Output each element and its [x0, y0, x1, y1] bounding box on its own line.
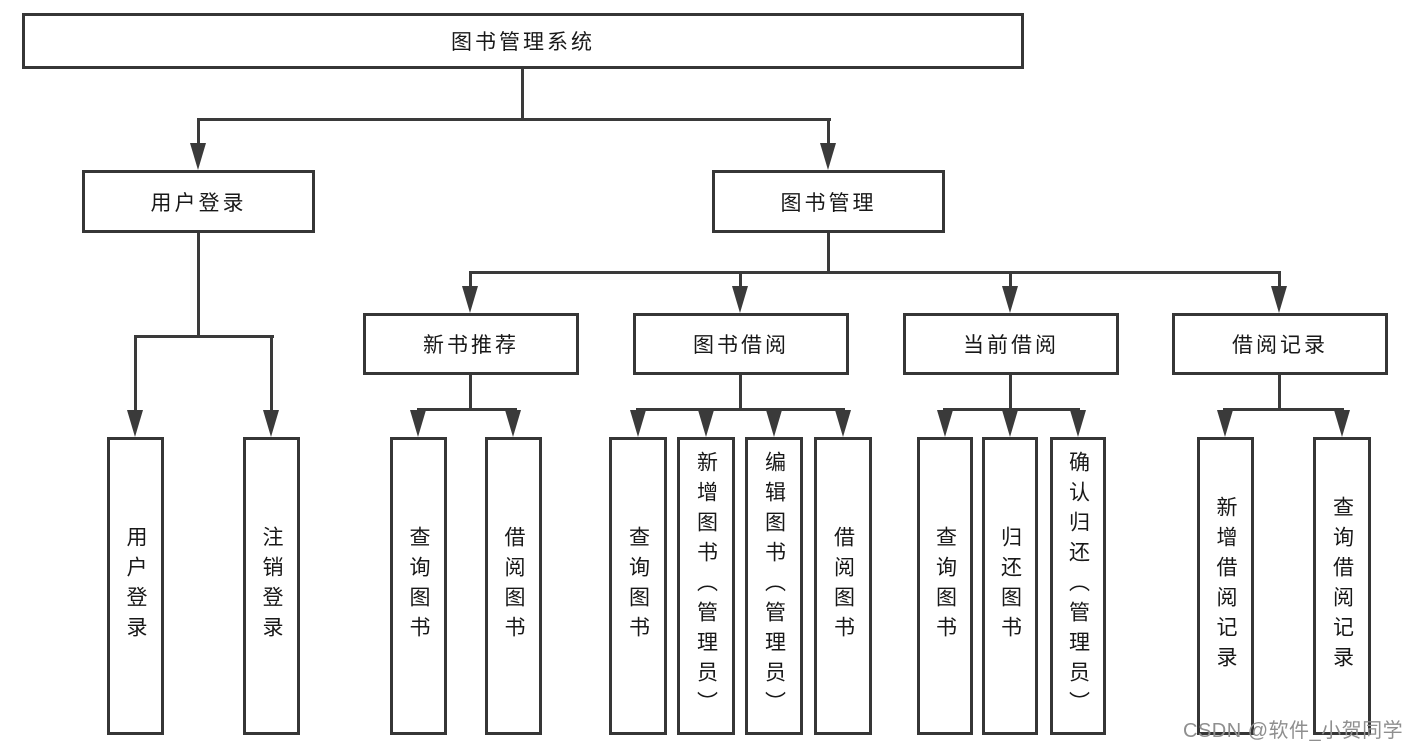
leaf-borrow-books-newbooks: 借阅图书 — [485, 437, 542, 735]
arrow-down-icon — [820, 143, 836, 170]
connector-line — [521, 69, 524, 121]
arrow-down-icon — [505, 410, 521, 437]
connector-line — [1278, 271, 1281, 288]
connector-line — [827, 118, 830, 145]
arrow-down-icon — [766, 410, 782, 437]
connector-line — [827, 233, 830, 274]
arrow-down-icon — [1070, 410, 1086, 437]
leaf-user-login: 用户登录 — [107, 437, 164, 735]
arrow-down-icon — [630, 410, 646, 437]
connector-line — [943, 408, 1080, 411]
connector-line — [1009, 375, 1012, 411]
leaf-query-borrow-record: 查询借阅记录 — [1313, 437, 1371, 735]
arrow-down-icon — [732, 286, 748, 313]
node-book-borrowing: 图书借阅 — [633, 313, 849, 375]
leaf-logout: 注销登录 — [243, 437, 300, 735]
arrow-down-icon — [1334, 410, 1350, 437]
connector-line — [1009, 271, 1012, 288]
leaf-edit-books-admin: 编辑图书（管理员） — [745, 437, 803, 735]
connector-line — [636, 408, 845, 411]
arrow-down-icon — [410, 410, 426, 437]
node-new-book-recommend: 新书推荐 — [363, 313, 579, 375]
node-current-borrowing: 当前借阅 — [903, 313, 1119, 375]
leaf-query-books-current: 查询图书 — [917, 437, 973, 735]
arrow-down-icon — [190, 143, 206, 170]
connector-line — [134, 335, 274, 338]
connector-line — [197, 118, 200, 145]
arrow-down-icon — [127, 410, 143, 437]
node-borrow-records: 借阅记录 — [1172, 313, 1388, 375]
csdn-watermark: CSDN @软件_小贺同学 — [1183, 720, 1404, 742]
arrow-down-icon — [1271, 286, 1287, 313]
leaf-borrow-books-borrowing: 借阅图书 — [814, 437, 872, 735]
connector-line — [417, 408, 517, 411]
connector-line — [134, 335, 137, 412]
connector-line — [1278, 375, 1281, 411]
leaf-query-books-newbooks: 查询图书 — [390, 437, 447, 735]
connector-line — [739, 375, 742, 411]
connector-line — [469, 271, 472, 288]
connector-line — [270, 335, 273, 412]
leaf-confirm-return-admin: 确认归还（管理员） — [1050, 437, 1106, 735]
connector-line — [1223, 408, 1344, 411]
arrow-down-icon — [1217, 410, 1233, 437]
connector-line — [197, 118, 831, 121]
connector-line — [197, 233, 200, 335]
arrow-down-icon — [462, 286, 478, 313]
arrow-down-icon — [835, 410, 851, 437]
connector-line — [469, 375, 472, 411]
leaf-add-borrow-record: 新增借阅记录 — [1197, 437, 1254, 735]
node-user-login: 用户登录 — [82, 170, 315, 233]
connector-line — [739, 271, 742, 288]
node-book-management: 图书管理 — [712, 170, 945, 233]
arrow-down-icon — [263, 410, 279, 437]
arrow-down-icon — [1002, 286, 1018, 313]
leaf-add-books-admin: 新增图书（管理员） — [677, 437, 735, 735]
leaf-return-books: 归还图书 — [982, 437, 1038, 735]
connector-line — [469, 271, 1281, 274]
leaf-query-books-borrowing: 查询图书 — [609, 437, 667, 735]
arrow-down-icon — [937, 410, 953, 437]
node-root-library-system: 图书管理系统 — [22, 13, 1024, 69]
arrow-down-icon — [1002, 410, 1018, 437]
arrow-down-icon — [698, 410, 714, 437]
